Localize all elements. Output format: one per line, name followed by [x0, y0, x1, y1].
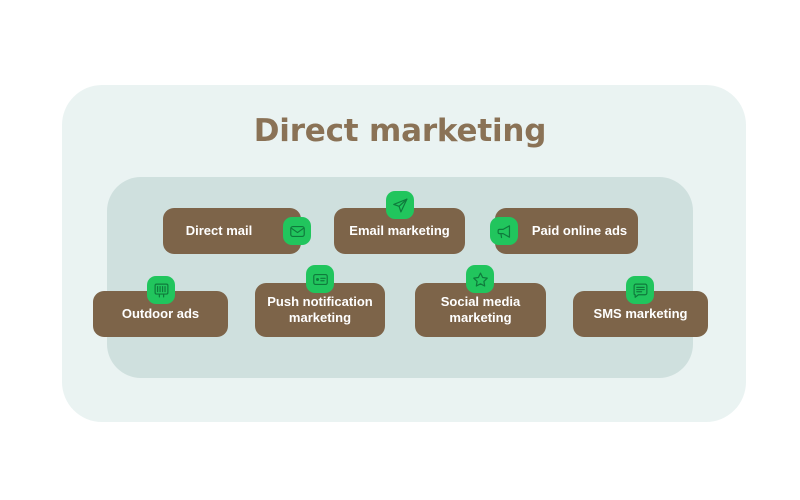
card-email-marketing[interactable]: Email marketing [334, 208, 465, 254]
card-label-direct-mail: Direct mail [185, 223, 253, 238]
page-title: Direct marketing [253, 113, 547, 149]
card-label-social-media-marketing: Social media marketing [440, 294, 521, 325]
chat-message-icon [626, 276, 654, 304]
card-label-sms-marketing: SMS marketing [593, 306, 688, 321]
star-icon [466, 265, 494, 293]
card-label-email-marketing: Email marketing [349, 223, 450, 238]
card-direct-mail[interactable]: Direct mail [163, 208, 301, 254]
card-label-push-notification-marketing: Push notification marketing [267, 294, 373, 325]
megaphone-icon [490, 217, 518, 245]
envelope-icon [283, 217, 311, 245]
billboard-icon [147, 276, 175, 304]
card-paid-online-ads[interactable]: Paid online ads [495, 208, 638, 254]
paper-plane-icon [386, 191, 414, 219]
notification-card-icon [306, 265, 334, 293]
card-label-outdoor-ads: Outdoor ads [121, 306, 200, 321]
card-label-paid-online-ads: Paid online ads [531, 223, 628, 238]
